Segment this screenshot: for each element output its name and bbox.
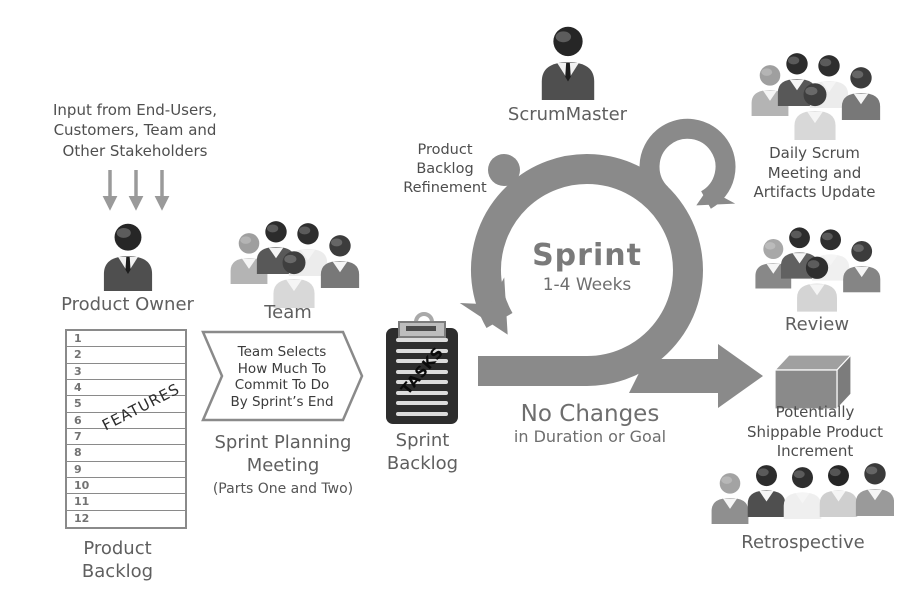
sprint-planning-sublabel: (Parts One and Two): [212, 481, 354, 497]
backlog-row: 3: [67, 362, 185, 379]
backlog-row: 5: [67, 395, 185, 411]
backlog-row: 11: [67, 493, 185, 509]
sprint-backlog-label: Sprint Backlog: [386, 430, 459, 474]
backlog-row: 7: [67, 427, 185, 444]
retrospective-icon: [711, 463, 894, 524]
sprint-backlog-clipboard: TASKS: [386, 312, 458, 424]
backlog-row: 2: [67, 346, 185, 362]
no-changes-note: No Changes in Duration or Goal: [495, 401, 685, 447]
sprint-planning-note: Team Selects How Much To Commit To Do By…: [230, 344, 334, 410]
input-arrows: [102, 170, 170, 211]
review-icon: [755, 227, 881, 312]
backlog-row: 9: [67, 460, 185, 477]
refinement-note: Product Backlog Refinement: [403, 142, 487, 196]
sprint-loop-arrow: [459, 154, 703, 386]
sprint-title: Sprint: [532, 238, 642, 273]
sprint-planning-chevron: [201, 330, 364, 422]
product-backlog-table: 1 2 3 4 5 6 7 8 9 10 11 12: [65, 329, 187, 529]
stakeholder-input-note: Input from End-Users, Customers, Team an…: [53, 101, 217, 160]
backlog-row: 4: [67, 378, 185, 395]
product-owner-icon: [99, 223, 157, 291]
increment-note: Potentially Shippable Product Increment: [746, 403, 884, 460]
product-backlog-label: Product Backlog: [81, 538, 154, 582]
backlog-row: 8: [67, 444, 185, 460]
no-changes-title: No Changes: [520, 401, 660, 427]
team-label: Team: [264, 302, 312, 323]
retrospective-label: Retrospective: [741, 532, 865, 553]
no-changes-subtitle: in Duration or Goal: [513, 427, 667, 447]
scrum-master-icon: [537, 26, 599, 100]
increment-arrow: [629, 344, 763, 408]
daily-scrum-loop-arrow: [639, 118, 736, 209]
increment-box-icon: [773, 353, 853, 411]
daily-scrum-note: Daily Scrum Meeting and Artifacts Update: [753, 144, 876, 201]
sprint-planning-label: Sprint Planning Meeting (Parts One and T…: [198, 432, 368, 499]
clipboard-clip: [398, 321, 446, 338]
backlog-row: 1: [74, 332, 82, 346]
refinement-dot: [488, 154, 520, 186]
backlog-row: 10: [67, 476, 185, 493]
product-owner-label: Product Owner: [61, 294, 194, 315]
clipboard-pad: [386, 328, 458, 424]
review-label: Review: [784, 314, 850, 335]
daily-scrum-icon: [751, 53, 881, 140]
sprint-duration: 1-4 Weeks: [542, 274, 632, 295]
team-icon: [230, 221, 360, 308]
sprint-cycle-caption: Sprint 1-4 Weeks: [517, 240, 657, 295]
backlog-row: 6: [67, 411, 185, 428]
backlog-row: 12: [67, 509, 185, 526]
scrum-master-label: ScrumMaster: [507, 104, 628, 125]
